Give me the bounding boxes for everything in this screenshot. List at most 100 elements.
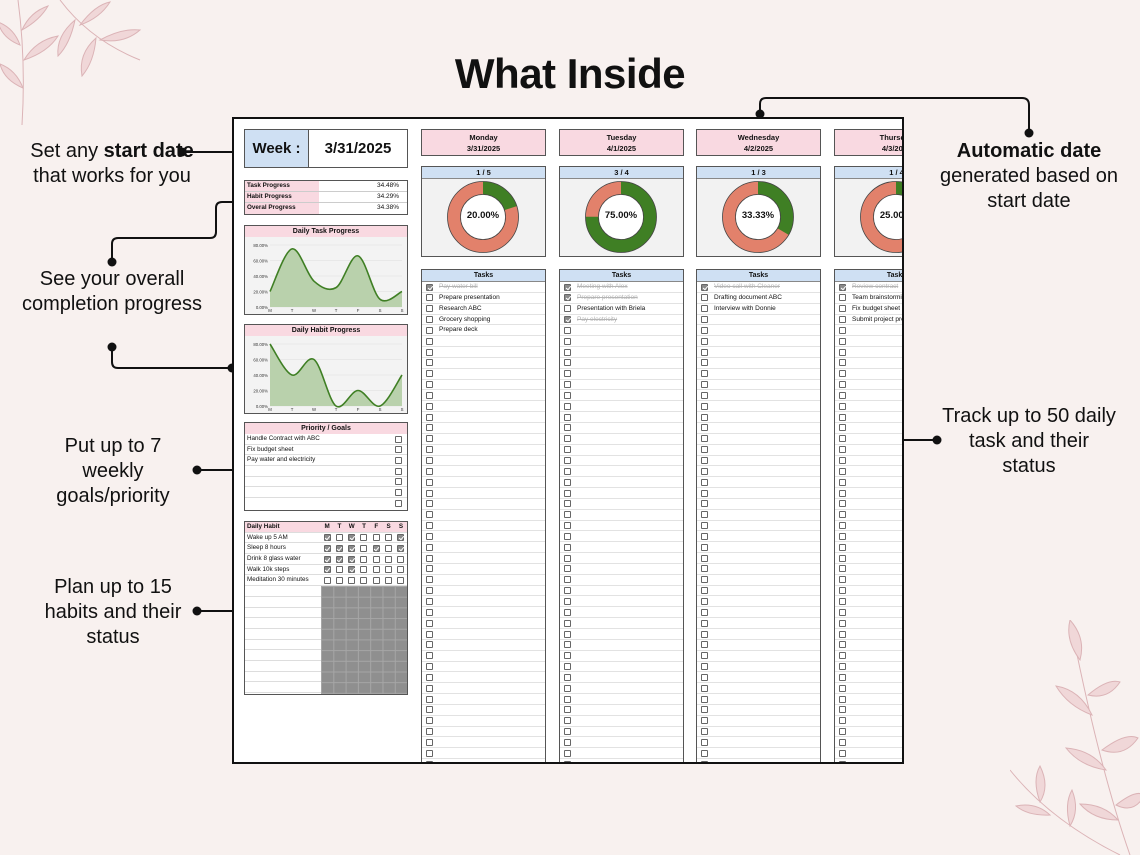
task-checkbox[interactable] [564,511,571,519]
task-row[interactable]: Prepare deck [422,325,545,337]
task-row[interactable] [422,542,545,554]
task-row[interactable] [560,325,683,337]
habit-checkbox[interactable] [397,566,405,574]
task-checkbox[interactable] [701,619,708,627]
task-row[interactable] [560,586,683,597]
task-row[interactable] [835,445,902,456]
task-checkbox[interactable] [426,652,433,660]
task-checkbox[interactable] [701,348,708,356]
task-row[interactable] [422,564,545,575]
task-row[interactable] [835,510,902,521]
task-checkbox[interactable] [564,435,571,443]
task-checkbox[interactable] [564,684,571,692]
task-checkbox[interactable] [426,489,433,497]
task-checkbox[interactable] [564,738,571,746]
task-row[interactable] [560,748,683,760]
task-checkbox[interactable] [426,543,433,551]
task-checkbox[interactable] [839,424,846,432]
task-row[interactable] [422,521,545,532]
task-checkbox[interactable] [564,663,571,671]
task-row[interactable] [697,531,820,543]
goal-item[interactable]: Handle Contract with ABC [245,434,407,445]
task-checkbox[interactable] [564,413,571,421]
task-checkbox[interactable] [701,446,708,454]
task-checkbox[interactable] [839,543,846,551]
task-checkbox[interactable] [426,738,433,746]
task-row[interactable] [835,401,902,413]
task-row[interactable] [560,759,683,762]
task-row[interactable] [422,737,545,749]
task-checkbox[interactable] [701,337,708,345]
goal-checkbox[interactable] [395,446,402,454]
task-checkbox[interactable] [426,424,433,432]
task-row[interactable] [560,412,683,423]
task-row[interactable] [697,347,820,358]
task-row[interactable] [560,336,683,348]
task-row[interactable] [835,618,902,629]
task-checkbox[interactable] [426,359,433,367]
task-checkbox[interactable] [426,402,433,410]
task-row[interactable] [422,596,545,608]
task-row[interactable] [560,488,683,499]
task-row[interactable] [560,575,683,586]
task-row[interactable] [422,434,545,445]
habit-checkbox[interactable] [397,534,405,542]
task-row[interactable]: Pay water bill [422,282,545,293]
task-row[interactable] [835,358,902,369]
task-checkbox[interactable] [839,413,846,421]
task-checkbox[interactable] [839,717,846,725]
task-checkbox[interactable] [426,554,433,562]
task-checkbox[interactable] [426,457,433,464]
task-row[interactable] [560,531,683,543]
task-checkbox[interactable] [426,391,433,399]
task-checkbox[interactable] [839,326,846,334]
task-checkbox[interactable] [701,728,708,736]
task-row[interactable] [697,315,820,326]
task-checkbox[interactable] [426,446,433,454]
task-row[interactable] [697,380,820,391]
task-checkbox[interactable] [701,435,708,443]
task-row[interactable] [560,466,683,478]
task-checkbox[interactable] [701,738,708,746]
task-row[interactable]: Drafting document ABC [697,293,820,304]
task-checkbox[interactable] [701,305,708,313]
habit-checkbox[interactable] [348,545,356,553]
task-row[interactable] [422,369,545,380]
task-row[interactable] [697,466,820,478]
task-row[interactable]: Review contract [835,282,902,293]
task-row[interactable] [835,759,902,762]
task-checkbox[interactable] [426,348,433,356]
task-row[interactable] [697,748,820,760]
task-checkbox[interactable] [839,348,846,356]
task-checkbox[interactable] [426,467,433,475]
task-row[interactable] [422,716,545,727]
task-row[interactable] [422,401,545,413]
task-checkbox[interactable] [426,749,433,757]
task-checkbox[interactable] [839,695,846,703]
task-checkbox[interactable] [701,391,708,399]
task-checkbox[interactable] [426,532,433,540]
task-row[interactable] [697,412,820,423]
task-row[interactable] [560,542,683,554]
task-checkbox[interactable] [839,294,846,302]
task-row[interactable] [835,336,902,348]
task-row[interactable] [422,727,545,738]
task-checkbox[interactable] [426,630,433,638]
task-checkbox[interactable] [701,749,708,757]
task-row[interactable] [697,596,820,608]
task-row[interactable] [697,651,820,662]
task-checkbox[interactable] [701,554,708,562]
task-row[interactable] [422,553,545,564]
task-row[interactable] [422,672,545,684]
task-checkbox[interactable] [701,641,708,649]
task-row[interactable] [835,369,902,380]
task-row[interactable] [835,477,902,489]
task-checkbox[interactable] [701,402,708,410]
task-checkbox[interactable] [564,305,571,313]
habit-checkbox[interactable] [323,555,331,563]
task-checkbox[interactable] [564,695,571,703]
task-checkbox[interactable] [426,337,433,345]
task-checkbox[interactable] [426,641,433,649]
task-row[interactable] [422,423,545,434]
goal-checkbox[interactable] [395,456,402,464]
